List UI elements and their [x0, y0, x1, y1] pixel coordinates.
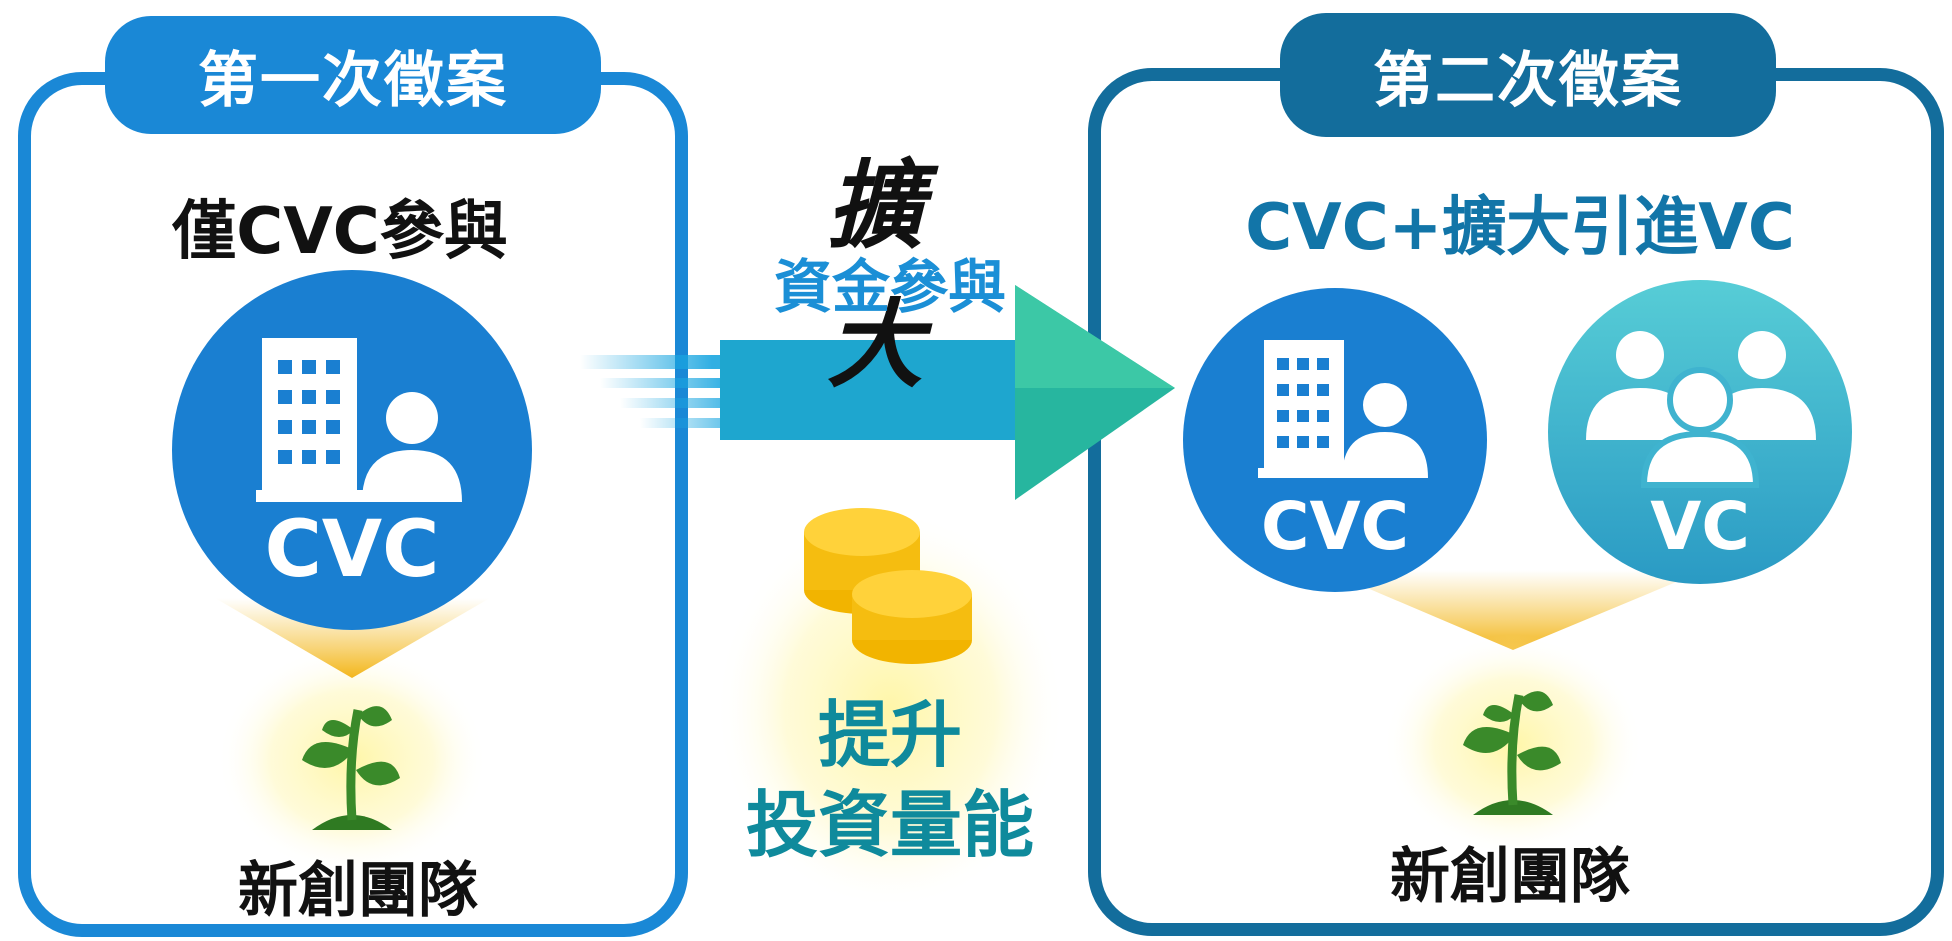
- cvc-circle-left: [172, 270, 532, 630]
- boost-text: 提升 投資量能: [720, 690, 1060, 870]
- boost-line-1: 提升: [817, 693, 962, 777]
- stage2-team-label: 新創團隊: [1390, 842, 1630, 912]
- sprout-icon: [1463, 691, 1561, 815]
- arrow-right-icon: [580, 285, 1175, 500]
- building-person-icon: [256, 338, 462, 502]
- boost-glow: [715, 510, 1065, 910]
- coins-icon: [804, 508, 972, 664]
- expand-title: 擴 大: [827, 150, 963, 401]
- beam-right: [1325, 570, 1705, 650]
- stage1-tab: 第一次徵案: [105, 16, 601, 134]
- stage1-heading: 僅CVC參與: [172, 195, 508, 269]
- boost-line-2: 投資量能: [745, 783, 1034, 867]
- sprout-icon: [302, 706, 400, 830]
- stage2-vc-label: VC: [1650, 488, 1750, 565]
- stage1-team-label: 新創團隊: [238, 856, 478, 926]
- stage2-tab: 第二次徵案: [1280, 13, 1776, 137]
- expand-subtitle: 資金參與: [773, 253, 1006, 321]
- cvc-circle-right: [1183, 288, 1487, 592]
- building-person-icon: [1258, 340, 1428, 478]
- beam-left: [215, 598, 490, 678]
- stage2-heading: CVC+擴大引進VC: [1245, 191, 1795, 265]
- people-group-icon: [1586, 331, 1816, 488]
- vc-circle: [1548, 280, 1852, 584]
- stage2-cvc-label: CVC: [1261, 488, 1409, 565]
- stage1-cvc-label: CVC: [264, 505, 440, 595]
